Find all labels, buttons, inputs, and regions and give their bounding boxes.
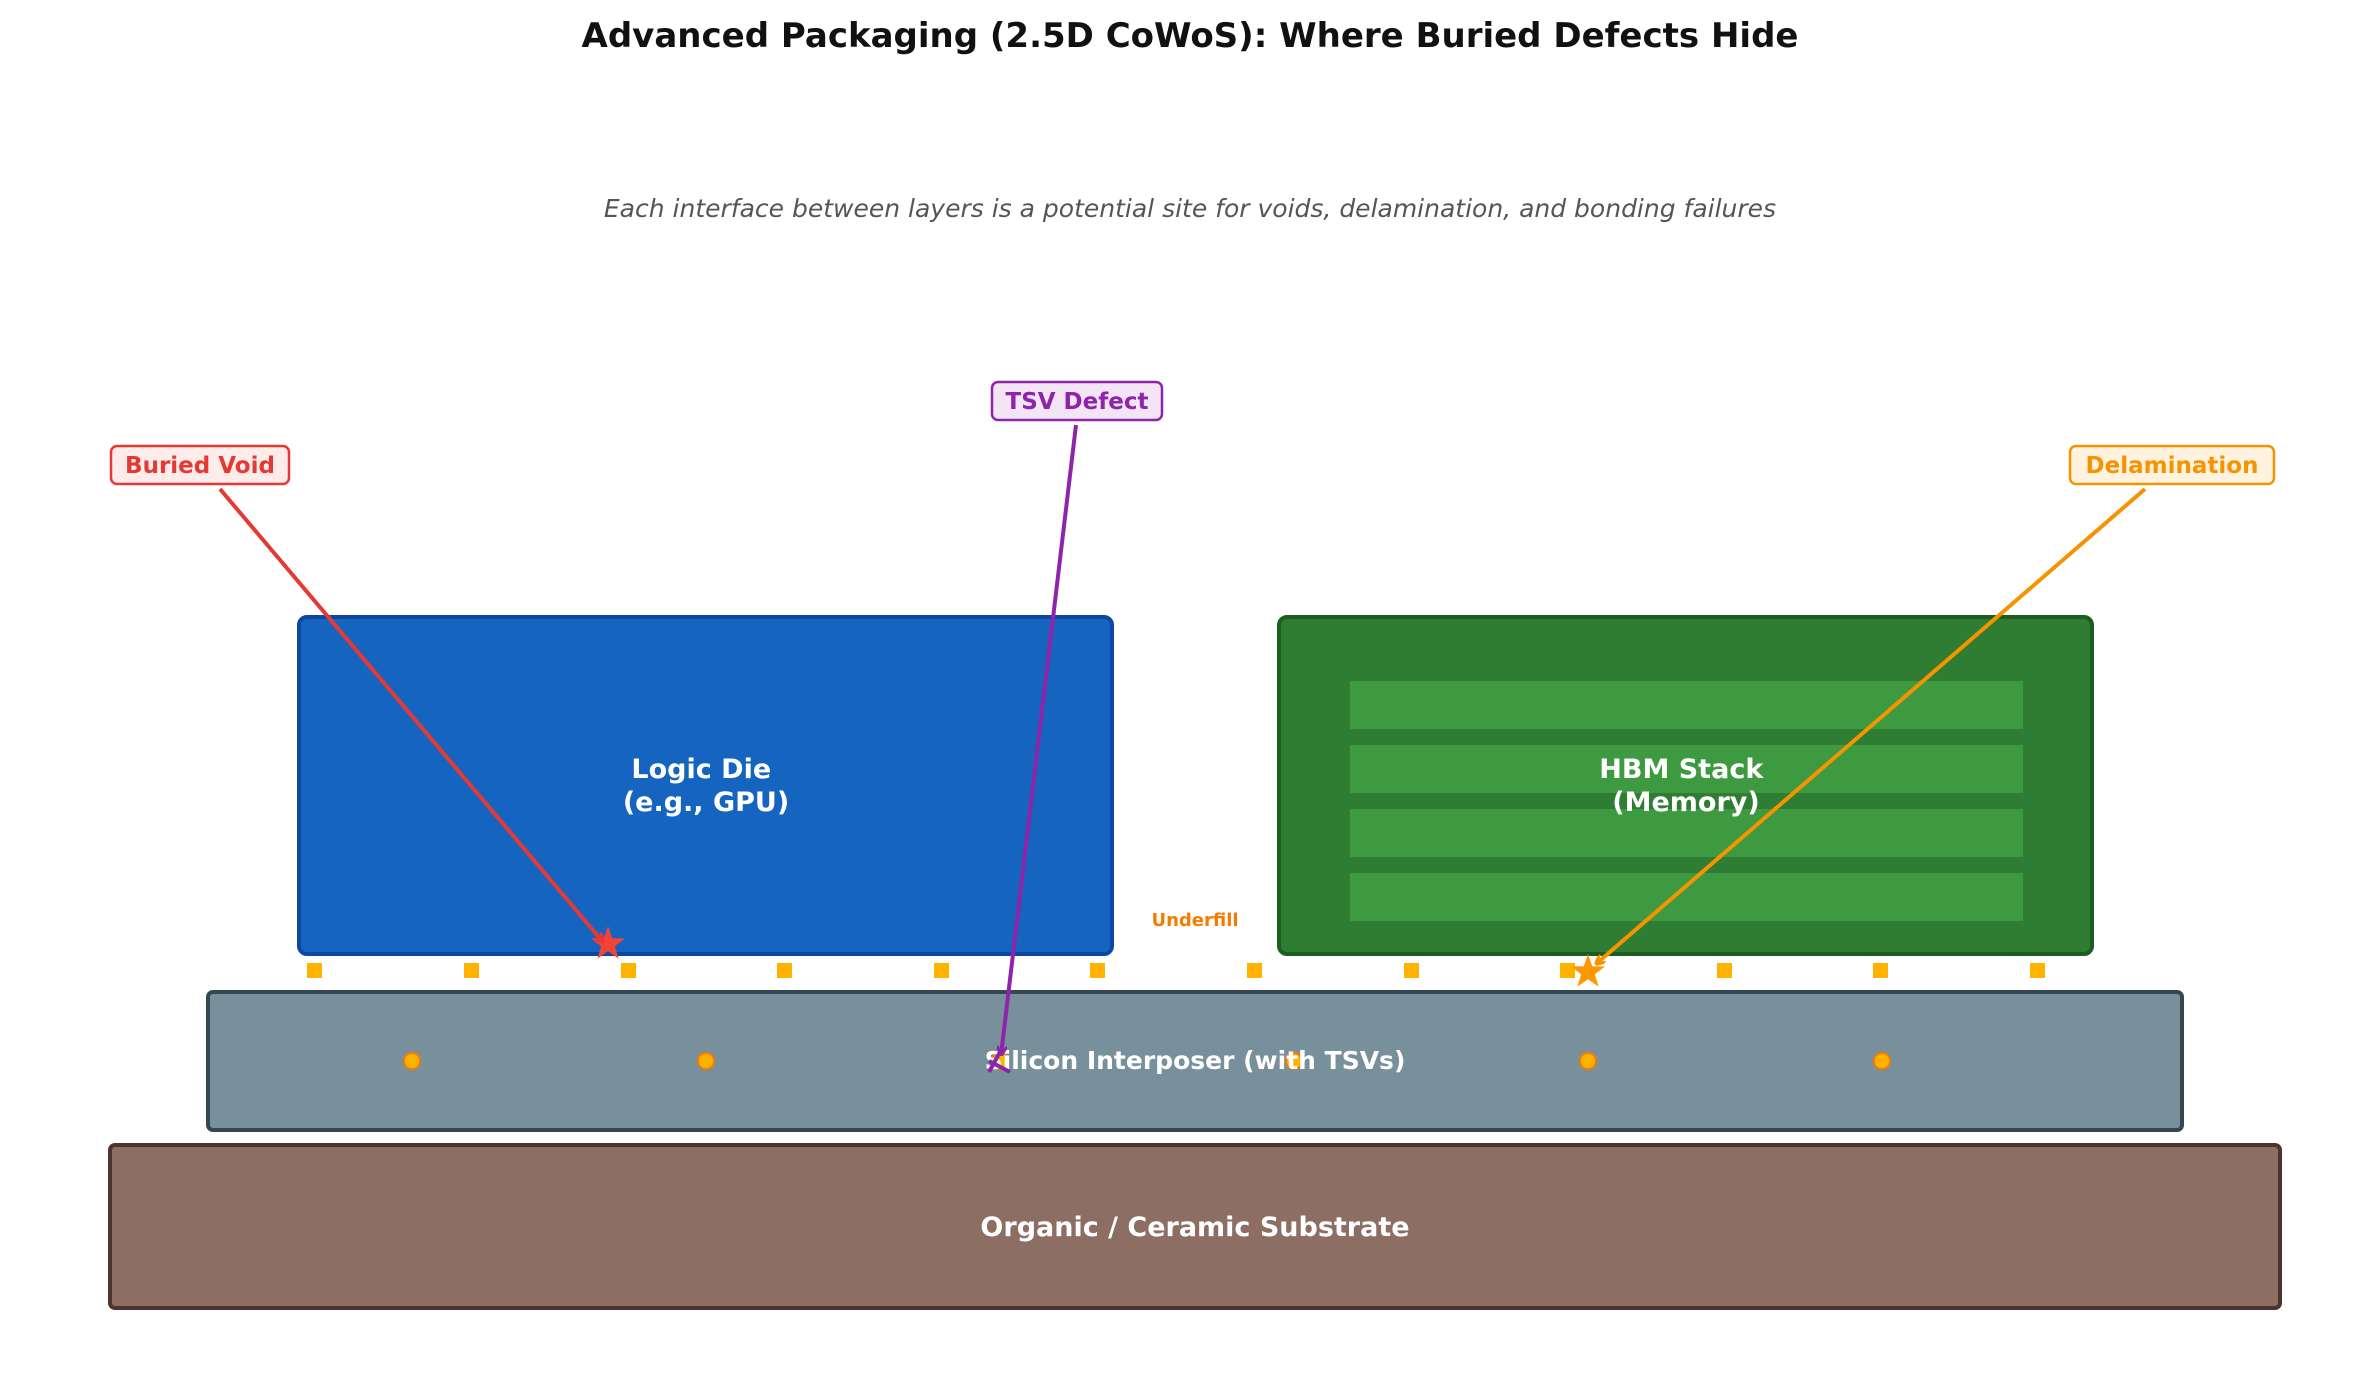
micro-bump — [1404, 963, 1419, 978]
micro-bump — [1560, 963, 1575, 978]
diagram-subtitle: Each interface between layers is a poten… — [604, 194, 1776, 223]
underfill-label: Underfill — [1151, 910, 1238, 931]
hbm-memory-layer — [1350, 809, 2023, 857]
hbm-stack-label: HBM Stack (Memory) — [1599, 754, 1772, 818]
tsv-via — [1285, 1052, 1303, 1070]
hbm-memory-layer — [1350, 873, 2023, 921]
substrate-layer — [108, 1143, 2282, 1310]
micro-bump — [1717, 963, 1732, 978]
delamination-callout: Delamination — [2068, 444, 2276, 486]
tsv-defect-callout: TSV Defect — [990, 380, 1164, 422]
buried-void-arrow — [218, 487, 603, 942]
micro-bump — [1090, 963, 1105, 978]
logic-die — [297, 615, 1114, 956]
interposer-label: Silicon Interposer (with TSVs) — [985, 1046, 1406, 1075]
micro-bump — [777, 963, 792, 978]
tsv-via — [697, 1052, 715, 1070]
micro-bump — [934, 963, 949, 978]
hbm-memory-layer — [1350, 745, 2023, 793]
hbm-memory-layer — [1350, 681, 2023, 729]
micro-bump — [621, 963, 636, 978]
tsv-defect-label: TSV Defect — [1006, 389, 1149, 415]
delamination-label: Delamination — [2086, 453, 2259, 479]
micro-bump — [2030, 963, 2045, 978]
micro-bumps — [307, 963, 2045, 978]
delamination-arrow — [1596, 487, 2147, 964]
delamination-marker-icon — [1570, 954, 1606, 987]
substrate-label: Organic / Ceramic Substrate — [980, 1212, 1409, 1243]
hbm-memory-layers — [1350, 681, 2023, 921]
micro-bump — [307, 963, 322, 978]
diagram-title: Advanced Packaging (2.5D CoWoS): Where B… — [582, 16, 1799, 56]
tsv-via — [403, 1052, 421, 1070]
micro-bump — [1247, 963, 1262, 978]
buried-void-callout: Buried Void — [109, 444, 291, 486]
micro-bump — [464, 963, 479, 978]
tsv-defect-arrow — [1001, 424, 1078, 1055]
micro-bump — [1873, 963, 1888, 978]
buried-void-marker-icon — [590, 926, 626, 959]
logic-die-label: Logic Die (e.g., GPU) — [623, 754, 789, 818]
tsv-via — [1579, 1052, 1597, 1070]
buried-void-label: Buried Void — [125, 453, 275, 479]
interposer-layer — [206, 990, 2184, 1132]
tsv-via — [1873, 1052, 1891, 1070]
